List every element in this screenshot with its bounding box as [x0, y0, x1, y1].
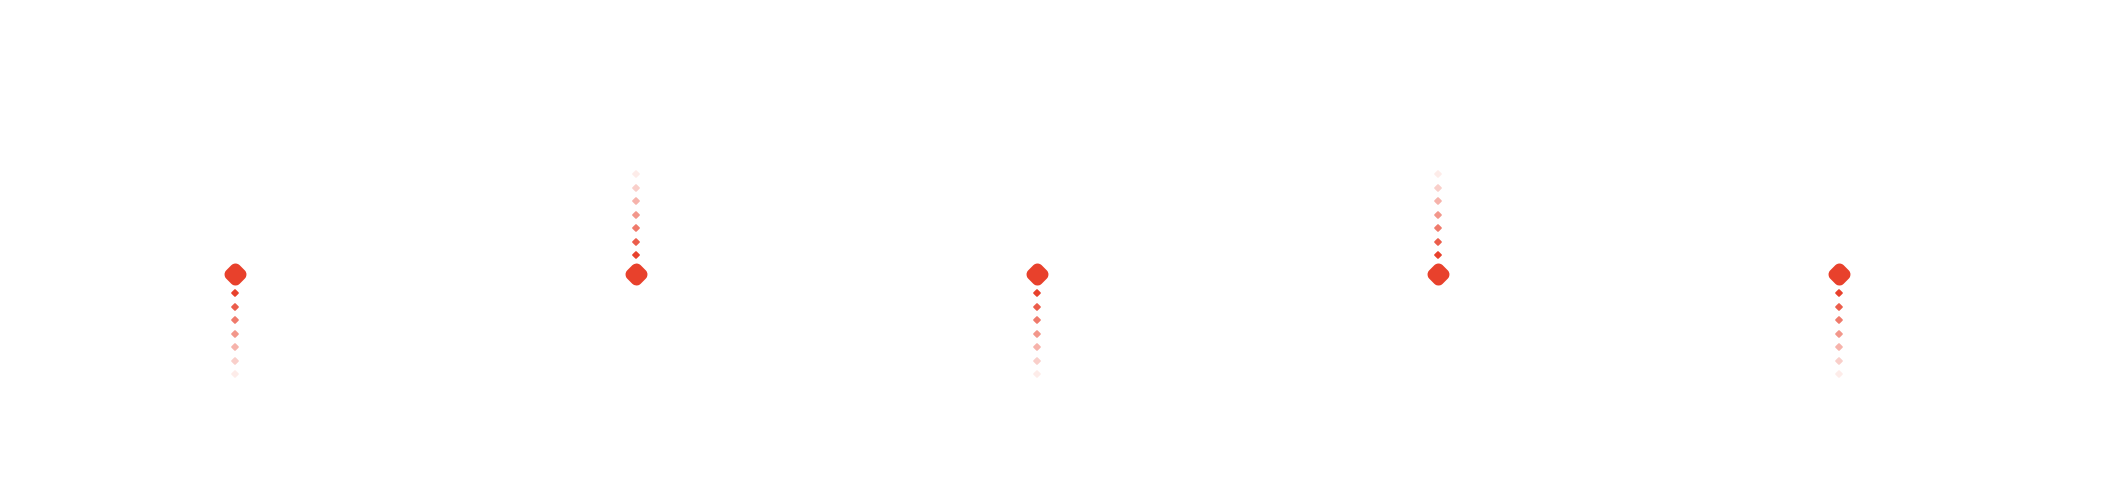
- trail-dot: [230, 302, 240, 311]
- dotted-trail-down: [1819, 0, 1859, 485]
- timeline-node-4: [1418, 0, 1458, 485]
- trail-dot: [1433, 210, 1443, 219]
- trail-dot: [1834, 369, 1844, 379]
- trail-dot: [230, 356, 240, 365]
- timeline-node-5: [1819, 0, 1859, 485]
- dotted-trail-down: [215, 0, 255, 485]
- trail-dot: [1834, 288, 1844, 298]
- trail-dot: [230, 342, 240, 352]
- trail-dot: [1433, 169, 1443, 179]
- trail-dot: [1032, 369, 1042, 379]
- trail-dot: [1834, 315, 1844, 325]
- trail-dot: [1032, 356, 1042, 365]
- trail-dot: [1433, 196, 1443, 206]
- trail-dot: [1433, 183, 1443, 192]
- timeline-node-3: [1017, 0, 1057, 485]
- trail-dot: [631, 223, 641, 233]
- timeline-node-2: [616, 0, 656, 485]
- trail-dot: [1032, 302, 1042, 311]
- dotted-trail-up: [616, 0, 656, 485]
- trail-dot: [1032, 315, 1042, 325]
- dotted-trail-up: [1418, 0, 1458, 485]
- trail-dot: [230, 369, 240, 379]
- trail-dot: [631, 196, 641, 206]
- trail-dot: [1032, 342, 1042, 352]
- trail-dot: [230, 329, 240, 338]
- trail-dot: [631, 169, 641, 179]
- trail-dot: [1834, 302, 1844, 311]
- trail-dot: [1834, 342, 1844, 352]
- trail-dot: [230, 315, 240, 325]
- trail-dot: [1834, 329, 1844, 338]
- dotted-trail-down: [1017, 0, 1057, 485]
- timeline-node-1: [215, 0, 255, 485]
- trail-dot: [1433, 223, 1443, 233]
- trail-dot: [1032, 288, 1042, 298]
- trail-dot: [1834, 356, 1844, 365]
- trail-dot: [1433, 237, 1443, 246]
- trail-dot: [631, 237, 641, 246]
- trail-dot: [631, 183, 641, 192]
- trail-dot: [230, 288, 240, 298]
- trail-dot: [1433, 250, 1443, 260]
- trail-dot: [1032, 329, 1042, 338]
- trail-dot: [631, 250, 641, 260]
- trail-dot: [631, 210, 641, 219]
